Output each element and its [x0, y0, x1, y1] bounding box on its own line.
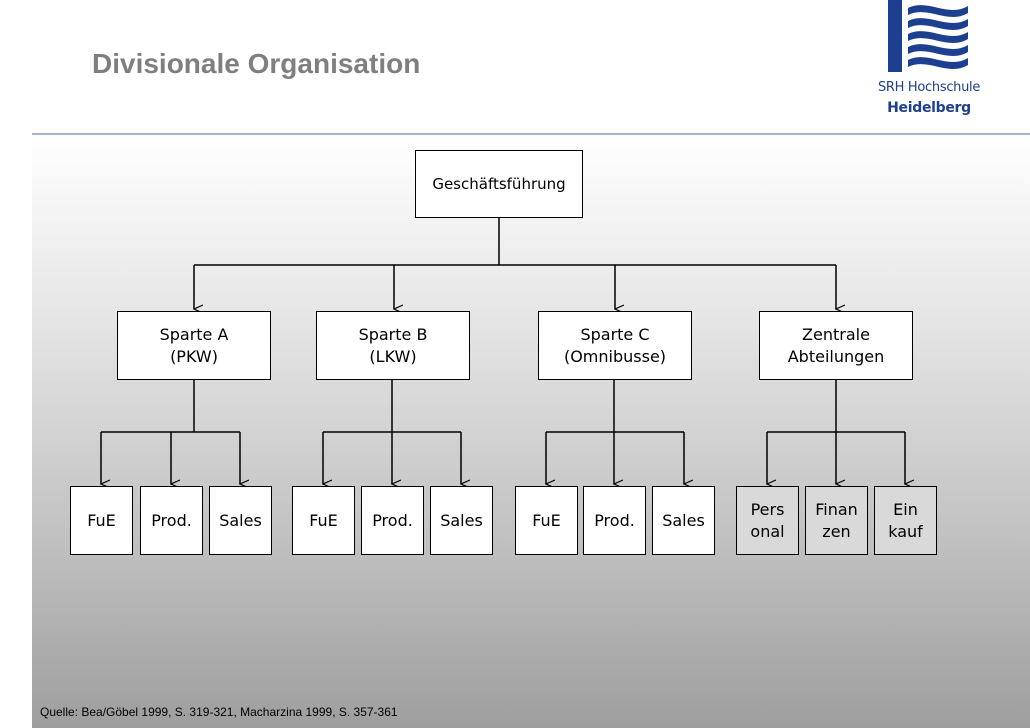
org-box-unit-personal: Pers onal: [736, 486, 799, 555]
slide-title: Divisionale Organisation: [92, 48, 421, 79]
unit-line-1: Sales: [440, 510, 483, 530]
org-box-sparte-b: Sparte B (LKW): [316, 311, 470, 380]
logo-line-2: Heidelberg: [887, 100, 971, 116]
division-line-2: (PKW): [170, 346, 218, 366]
unit-line-1: Prod.: [594, 510, 635, 530]
srh-logo: SRH Hochschule Heidelberg: [874, 0, 984, 125]
unit-line-1: FuE: [532, 510, 561, 530]
waves-logo-icon: [888, 0, 968, 72]
org-box-unit-einkauf: Ein kauf: [874, 486, 937, 555]
unit-line-1: Finan: [815, 499, 858, 519]
org-box-unit-a-sales: Sales: [209, 486, 272, 555]
division-line-1: Sparte B: [358, 324, 428, 344]
org-box-unit-c-fue: FuE: [515, 486, 578, 555]
division-line-1: Sparte C: [580, 324, 650, 344]
division-line-2: (LKW): [369, 346, 417, 366]
org-box-unit-b-prod: Prod.: [361, 486, 424, 555]
root-label: Geschäftsführung: [432, 175, 566, 193]
unit-line-1: Sales: [219, 510, 262, 530]
org-box-unit-a-fue: FuE: [70, 486, 133, 555]
division-line-2: (Omnibusse): [563, 346, 667, 366]
source-citation: Quelle: Bea/Göbel 1999, S. 319-321, Mach…: [40, 705, 398, 719]
unit-line-2: onal: [750, 521, 785, 541]
unit-line-1: FuE: [309, 510, 338, 530]
org-box-unit-finanzen: Finan zen: [805, 486, 868, 555]
org-box-geschaeftsfuehrung: Geschäftsführung: [415, 150, 583, 218]
org-box-unit-c-prod: Prod.: [583, 486, 646, 555]
org-box-unit-b-fue: FuE: [292, 486, 355, 555]
unit-line-1: Prod.: [372, 510, 413, 530]
org-box-unit-a-prod: Prod.: [140, 486, 203, 555]
division-line-1: Zentrale: [802, 324, 870, 344]
org-box-unit-c-sales: Sales: [652, 486, 715, 555]
unit-line-1: FuE: [87, 510, 116, 530]
org-box-zentrale-abteilungen: Zentrale Abteilungen: [759, 311, 913, 380]
unit-line-1: Pers: [750, 499, 785, 519]
division-line-1: Sparte A: [159, 324, 229, 344]
unit-line-2: kauf: [888, 521, 923, 541]
logo-line-1: SRH Hochschule: [877, 80, 981, 95]
org-box-sparte-c: Sparte C (Omnibusse): [538, 311, 692, 380]
unit-line-1: Sales: [662, 510, 705, 530]
org-box-sparte-a: Sparte A (PKW): [117, 311, 271, 380]
division-line-2: Abteilungen: [787, 346, 885, 366]
header-separator: [32, 133, 1030, 135]
unit-line-2: zen: [822, 521, 851, 541]
unit-line-1: Prod.: [151, 510, 192, 530]
org-box-unit-b-sales: Sales: [430, 486, 493, 555]
unit-line-1: Ein: [893, 499, 918, 519]
